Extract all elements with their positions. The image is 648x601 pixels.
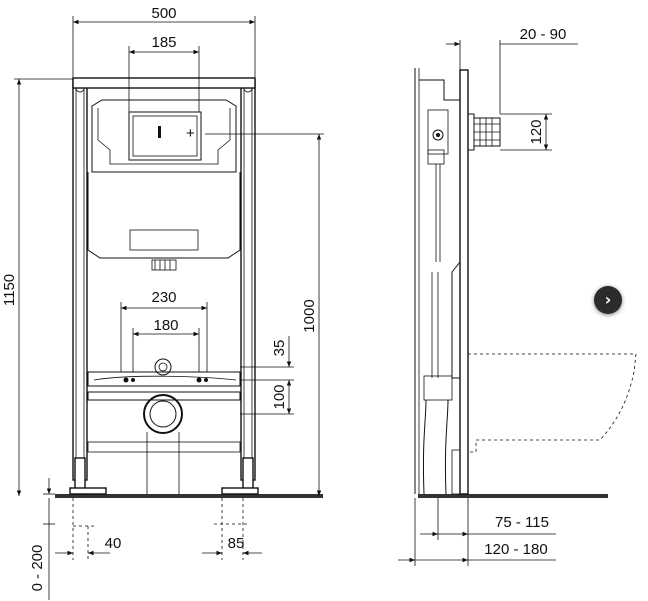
right-bolt xyxy=(196,377,202,383)
dim-foot-width: 85 xyxy=(228,535,245,552)
dim-bolt-spacing: 180 xyxy=(153,317,178,334)
dim-foot-offset: 40 xyxy=(105,535,122,552)
dim-floor-adjust: 0 - 200 xyxy=(29,545,46,592)
dim-side-depth: 20 - 90 xyxy=(520,26,567,43)
chevron-right-icon: › xyxy=(604,290,612,309)
front-panel xyxy=(459,69,469,495)
left-upright xyxy=(72,79,88,481)
dim-plate-width: 185 xyxy=(151,34,176,51)
pipe-connector xyxy=(467,113,475,151)
dim-wall-depth: 75 - 115 xyxy=(495,514,549,531)
side-view: 20 - 90 120 75 - 115 120 - 180 xyxy=(398,26,637,566)
flush-plate xyxy=(128,111,202,161)
wall-hung-toilet xyxy=(468,353,637,453)
dim-total-height: 1150 xyxy=(1,274,18,306)
front-view: + 500 185 1150 1000 xyxy=(1,5,324,600)
dim-total-depth: 120 - 180 xyxy=(484,541,547,558)
waste-outlet xyxy=(143,394,183,434)
dim-bolt-height: 1000 xyxy=(301,299,318,332)
dim-offset-35: 35 xyxy=(271,340,288,357)
right-upright xyxy=(240,79,256,481)
left-bolt xyxy=(123,377,129,383)
top-rail xyxy=(72,77,256,89)
dim-frame-width: 500 xyxy=(151,5,176,22)
floor-line-side xyxy=(418,494,608,498)
next-image-button[interactable]: › xyxy=(594,286,622,314)
svg-text:+: + xyxy=(186,125,195,142)
mounting-crossbar xyxy=(87,371,241,387)
dim-pipe-height: 120 xyxy=(528,119,545,144)
cistern xyxy=(91,99,237,173)
dim-outlet-spacing: 230 xyxy=(151,289,176,306)
side-frame xyxy=(419,79,461,494)
lower-rail xyxy=(87,391,241,401)
floor-line-front xyxy=(55,494,323,498)
dim-offset-100: 100 xyxy=(271,384,288,409)
